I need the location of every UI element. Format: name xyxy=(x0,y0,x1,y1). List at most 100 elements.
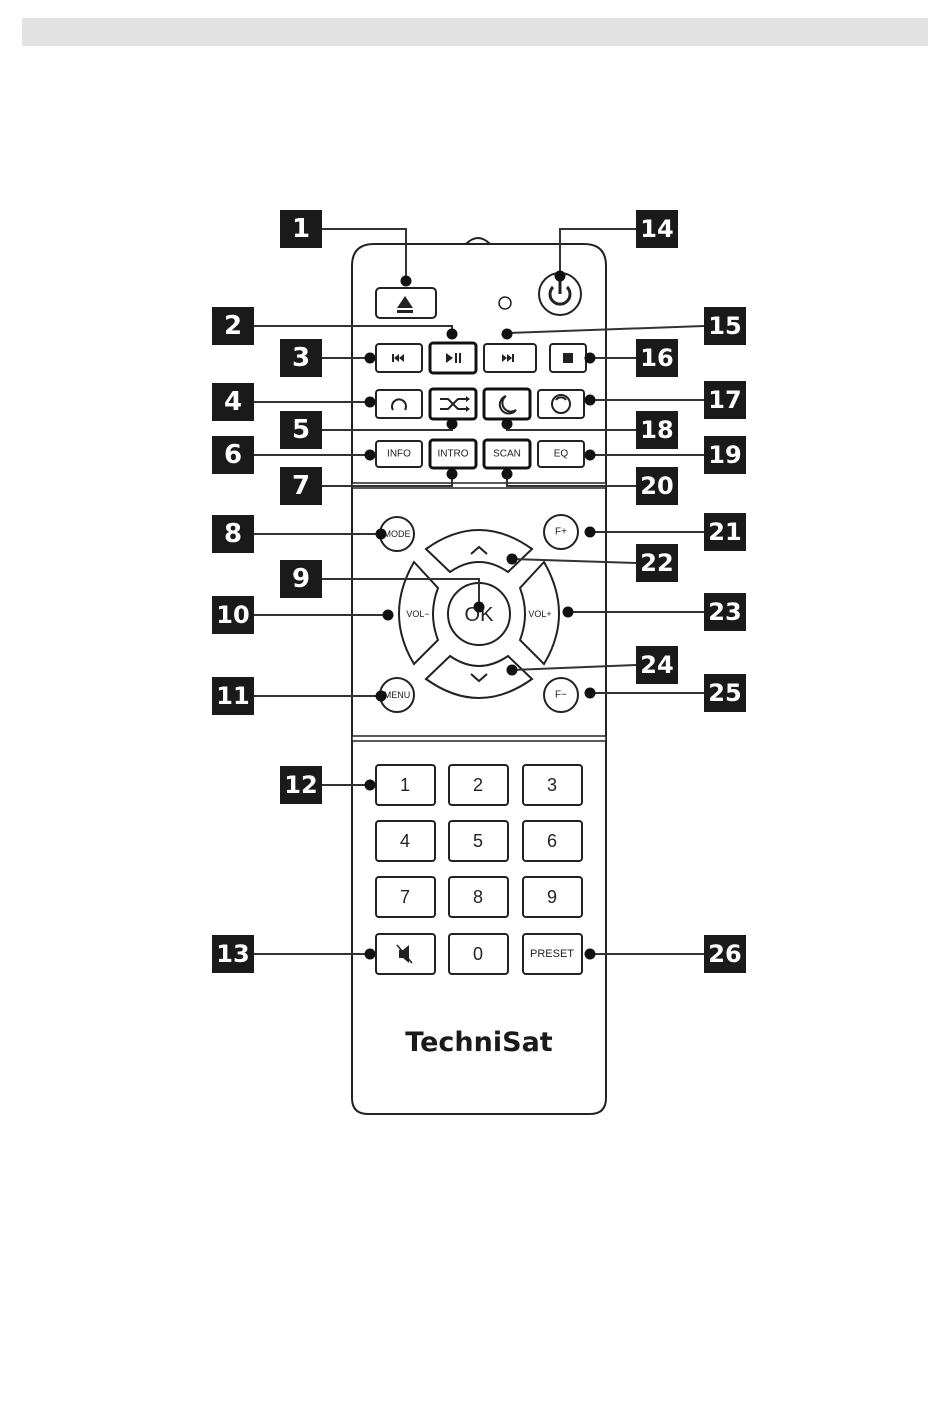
leader-dot-1 xyxy=(401,276,412,287)
callout-7: 7 xyxy=(280,467,322,505)
leader-dot-8 xyxy=(376,529,387,540)
leader-dot-26 xyxy=(585,949,596,960)
mute-button[interactable] xyxy=(376,934,435,974)
leader-dot-23 xyxy=(563,607,574,618)
callout-22-number: 22 xyxy=(640,549,673,577)
digit-4-button[interactable]: 4 xyxy=(376,821,435,861)
leader-dot-22 xyxy=(507,554,518,565)
separator-bottom xyxy=(352,736,606,741)
callout-8: 8 xyxy=(212,515,254,553)
callout-9-number: 9 xyxy=(292,564,310,594)
digit-4-label: 4 xyxy=(400,831,410,851)
digit-9-label: 9 xyxy=(547,887,557,907)
digit-8-button[interactable]: 8 xyxy=(449,877,508,917)
shuffle-button[interactable] xyxy=(430,389,476,419)
scan-label: SCAN xyxy=(493,449,521,460)
intro-button[interactable]: INTRO xyxy=(430,440,476,468)
stop-button[interactable] xyxy=(550,344,586,372)
callout-5: 5 xyxy=(280,411,322,449)
callout-9: 9 xyxy=(280,560,322,598)
callout-21: 21 xyxy=(704,513,746,551)
callout-23: 23 xyxy=(704,593,746,631)
digit-3-button[interactable]: 3 xyxy=(523,765,582,805)
digit-6-button[interactable]: 6 xyxy=(523,821,582,861)
scan-button[interactable]: SCAN xyxy=(484,440,530,468)
callout-24: 24 xyxy=(636,646,678,684)
skip-forward-button[interactable] xyxy=(484,344,536,372)
vol-minus-label: VOL− xyxy=(406,609,429,619)
digit-9-button[interactable]: 9 xyxy=(523,877,582,917)
callout-25: 25 xyxy=(704,674,746,712)
callout-14: 14 xyxy=(636,210,678,248)
preset-button[interactable]: PRESET xyxy=(523,934,582,974)
digit-8-label: 8 xyxy=(473,887,483,907)
sleep-button[interactable] xyxy=(484,389,530,419)
callout-5-number: 5 xyxy=(292,415,310,445)
callout-8-number: 8 xyxy=(224,519,242,549)
callout-4-number: 4 xyxy=(224,387,242,417)
callout-2-number: 2 xyxy=(224,311,242,341)
digit-2-button[interactable]: 2 xyxy=(449,765,508,805)
menu-label: MENU xyxy=(384,690,411,700)
digit-6-label: 6 xyxy=(547,831,557,851)
callout-12-number: 12 xyxy=(284,771,317,799)
f-plus-button[interactable]: F+ xyxy=(544,515,578,549)
callout-11-number: 11 xyxy=(216,682,249,710)
callout-22: 22 xyxy=(636,544,678,582)
digit-0-label: 0 xyxy=(473,944,483,964)
eq-button[interactable]: EQ xyxy=(538,441,584,467)
leader-dot-17 xyxy=(585,395,596,406)
leader-dot-2 xyxy=(447,329,458,340)
digit-1-label: 1 xyxy=(400,775,410,795)
callout-1: 1 xyxy=(280,210,322,248)
digit-7-button[interactable]: 7 xyxy=(376,877,435,917)
vol-plus-label: VOL+ xyxy=(528,609,551,619)
callout-14-number: 14 xyxy=(640,215,673,243)
digit-3-label: 3 xyxy=(547,775,557,795)
callout-3: 3 xyxy=(280,339,322,377)
callout-16-number: 16 xyxy=(640,344,673,372)
callout-16: 16 xyxy=(636,339,678,377)
leader-dot-16 xyxy=(585,353,596,364)
leader-dot-13 xyxy=(365,949,376,960)
leader-dot-11 xyxy=(376,691,387,702)
callout-19-number: 19 xyxy=(708,441,741,469)
leader-dot-21 xyxy=(585,527,596,538)
callout-20: 20 xyxy=(636,467,678,505)
digit-1-button[interactable]: 1 xyxy=(376,765,435,805)
digit-5-label: 5 xyxy=(473,831,483,851)
info-button[interactable]: INFO xyxy=(376,441,422,467)
callout-15: 15 xyxy=(704,307,746,345)
leader-dot-7 xyxy=(447,469,458,480)
callout-13: 13 xyxy=(212,935,254,973)
callout-2: 2 xyxy=(212,307,254,345)
mode-label: MODE xyxy=(384,529,411,539)
leader-dot-18 xyxy=(502,419,513,430)
callout-17-number: 17 xyxy=(708,386,741,414)
leader-dot-15 xyxy=(502,329,513,340)
leader-dot-10 xyxy=(383,610,394,621)
callout-6: 6 xyxy=(212,436,254,474)
callout-26-number: 26 xyxy=(708,940,741,968)
skip-back-button[interactable] xyxy=(376,344,422,372)
callout-20-number: 20 xyxy=(640,472,673,500)
repeat-all-button[interactable] xyxy=(538,390,584,418)
digit-0-button[interactable]: 0 xyxy=(449,934,508,974)
repeat-button[interactable] xyxy=(376,390,422,418)
leader-dot-9 xyxy=(474,602,485,613)
eject-button[interactable] xyxy=(376,288,436,318)
f-minus-label: F− xyxy=(555,690,567,701)
leader-dot-5 xyxy=(447,419,458,430)
callout-12: 12 xyxy=(280,766,322,804)
callout-15-number: 15 xyxy=(708,312,741,340)
digit-5-button[interactable]: 5 xyxy=(449,821,508,861)
play-pause-button[interactable] xyxy=(430,343,476,373)
f-minus-button[interactable]: F− xyxy=(544,678,578,712)
callout-19: 19 xyxy=(704,436,746,474)
callout-18-number: 18 xyxy=(640,416,673,444)
callout-25-number: 25 xyxy=(708,679,741,707)
intro-label: INTRO xyxy=(437,449,468,460)
leader-dot-3 xyxy=(365,353,376,364)
digit-7-label: 7 xyxy=(400,887,410,907)
callout-26: 26 xyxy=(704,935,746,973)
